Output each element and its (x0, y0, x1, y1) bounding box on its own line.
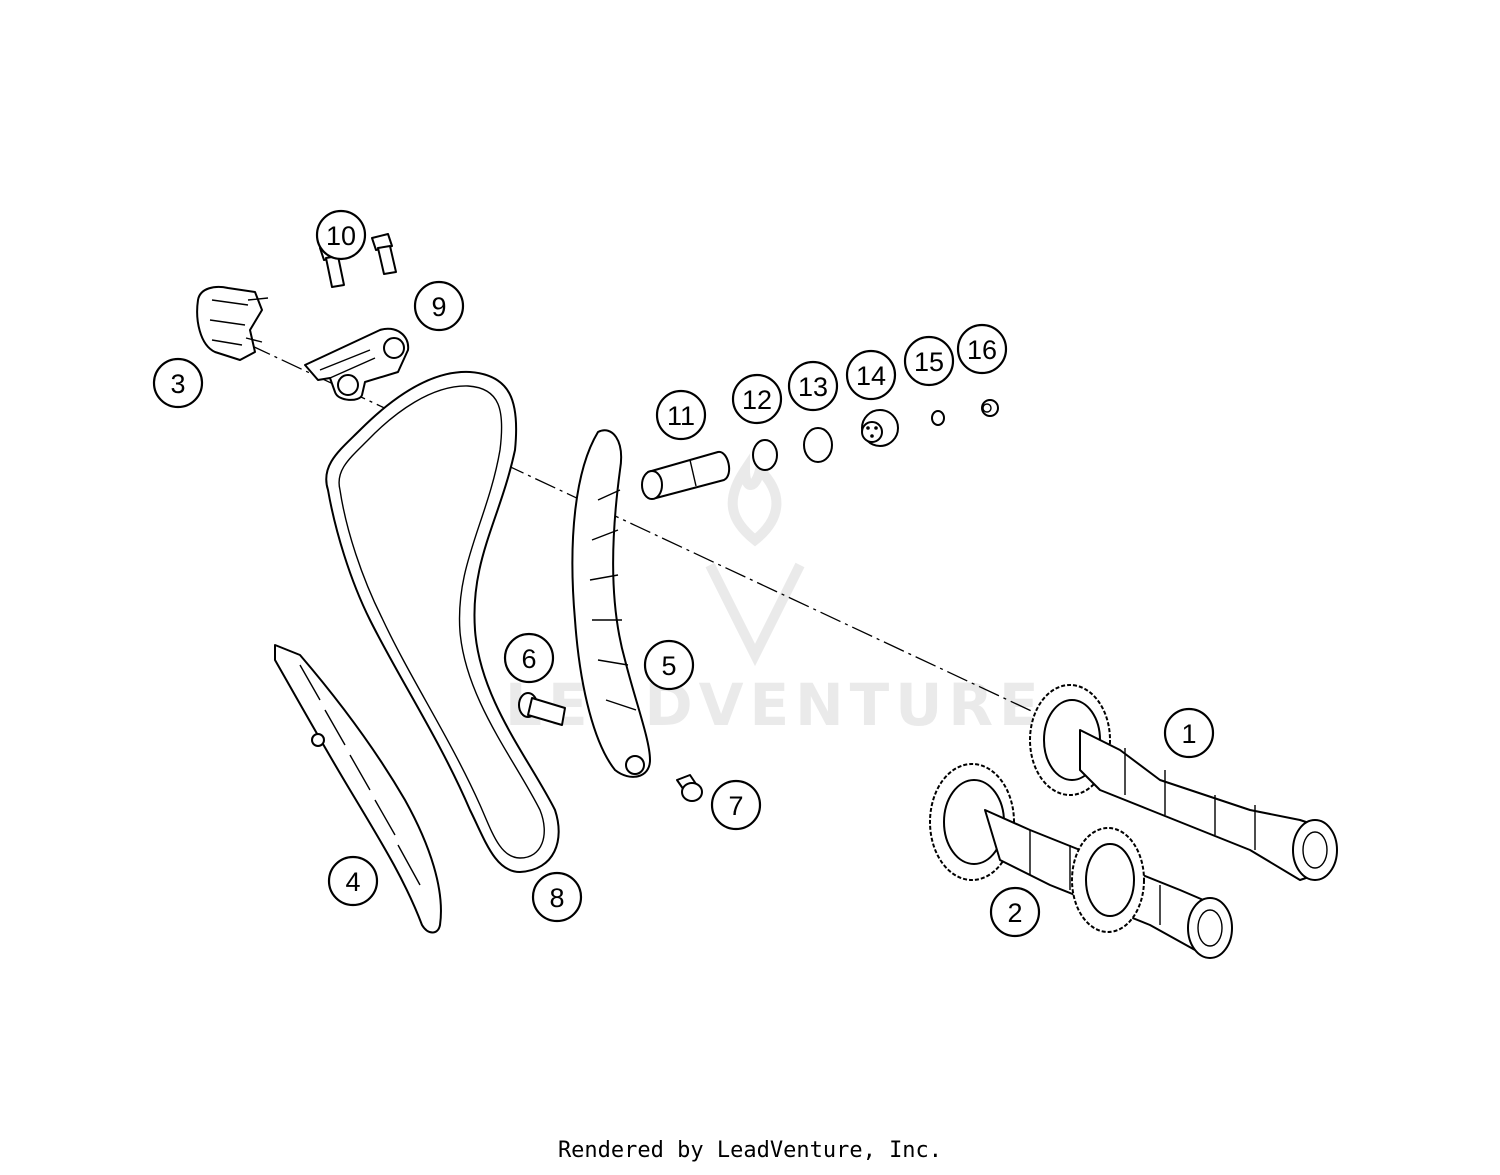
callout-2: 2 (989, 886, 1041, 938)
part-11-tensioner-plunger (641, 451, 731, 500)
part-13-o-ring (803, 427, 833, 463)
callout-8: 8 (531, 871, 583, 923)
callout-9: 9 (413, 280, 465, 332)
callout-13-label: 13 (798, 372, 828, 402)
callout-7-label: 7 (728, 791, 743, 821)
callout-12: 12 (731, 373, 783, 425)
callout-10: 10 (315, 209, 367, 261)
part-5-tensioner-rail (571, 429, 651, 778)
part-7-sleeve (676, 774, 703, 802)
callout-16: 16 (956, 323, 1008, 375)
part-4-guide-rail (274, 644, 442, 934)
callout-6: 6 (503, 632, 555, 684)
callout-10-label: 10 (326, 221, 356, 251)
callout-15-label: 15 (914, 347, 944, 377)
callout-9-label: 9 (431, 292, 446, 322)
callout-11-label: 11 (667, 401, 695, 431)
part-6-bolt (518, 692, 566, 726)
part-9-bearing-bridge (304, 327, 410, 401)
callout-2-label: 2 (1007, 898, 1022, 928)
callout-12-label: 12 (742, 385, 772, 415)
footer-credit: Rendered by LeadVenture, Inc. (557, 1138, 943, 1163)
part-8-timing-chain (325, 370, 560, 873)
callout-6-label: 6 (521, 644, 536, 674)
callout-13: 13 (787, 360, 839, 412)
part-12-o-ring (752, 439, 778, 471)
part-1-camshaft (1029, 684, 1338, 881)
part-14-plug (861, 409, 899, 447)
callout-14-label: 14 (856, 361, 886, 391)
part-16-screw (981, 399, 999, 417)
callout-15: 15 (903, 335, 955, 387)
callout-14: 14 (845, 349, 897, 401)
callout-3-label: 3 (170, 369, 185, 399)
callout-1-label: 1 (1181, 719, 1196, 749)
assembly-axis-line (249, 344, 1041, 716)
part-3-guide-clip (196, 285, 269, 361)
part-2-camshaft (929, 763, 1233, 959)
callout-4-label: 4 (345, 867, 360, 897)
callout-4: 4 (327, 855, 379, 907)
callout-1: 1 (1163, 707, 1215, 759)
callout-7: 7 (710, 779, 762, 831)
callout-5-label: 5 (661, 651, 676, 681)
callout-8-label: 8 (549, 883, 564, 913)
callout-3: 3 (152, 357, 204, 409)
callout-11: 11 (655, 389, 707, 441)
part-15-o-ring (931, 410, 945, 426)
callout-5: 5 (643, 639, 695, 691)
callout-16-label: 16 (967, 335, 997, 365)
